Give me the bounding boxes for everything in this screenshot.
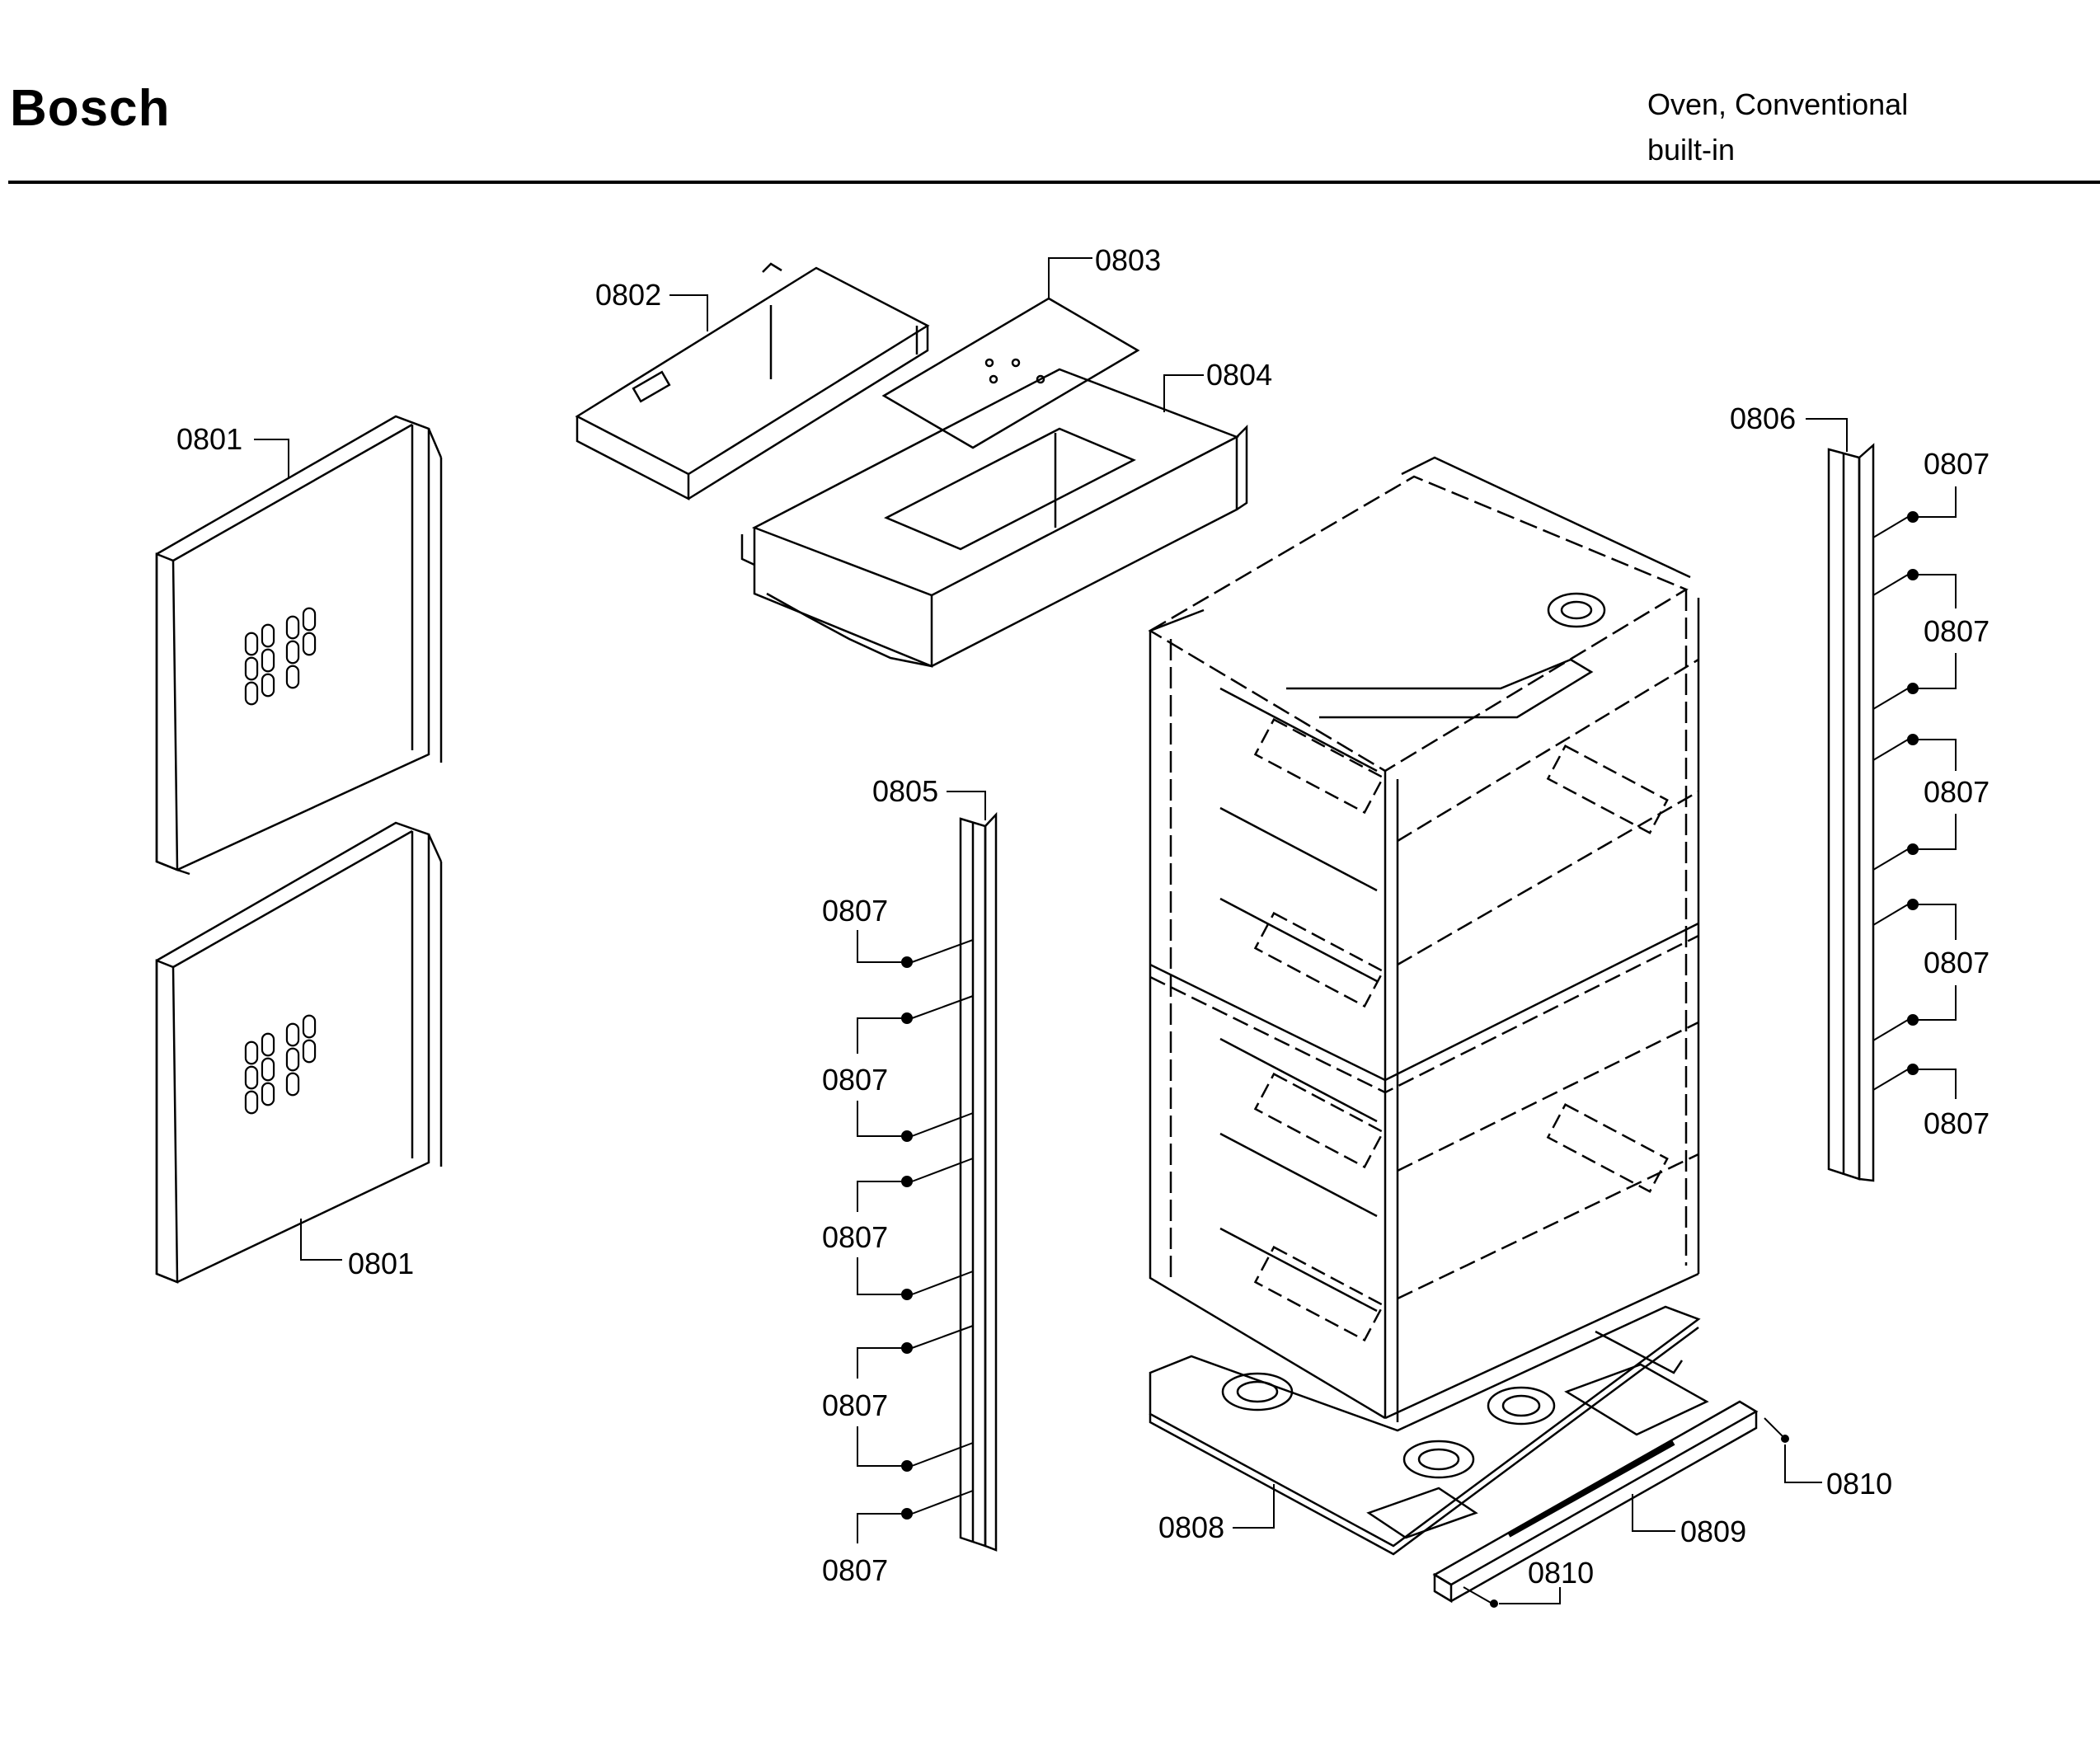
header-divider bbox=[8, 181, 2100, 184]
callout-label-0804: 0804 bbox=[1206, 358, 1272, 392]
callout-0807-left-3: 0807 bbox=[822, 1181, 902, 1295]
screw-0810-right: 0810 bbox=[1764, 1417, 1892, 1501]
callout-0807-right-1: 0807 bbox=[1918, 447, 1990, 518]
callout-label-0802: 0802 bbox=[595, 278, 661, 312]
callout-0807-right-3: 0807 bbox=[1918, 739, 1990, 850]
vent-slots-lower bbox=[244, 1014, 317, 1115]
callout-label-0806: 0806 bbox=[1730, 402, 1796, 435]
callout-label-0807-r1: 0807 bbox=[1924, 447, 1990, 481]
callout-label-0807-r3: 0807 bbox=[1924, 775, 1990, 809]
callout-label-0801-top: 0801 bbox=[176, 422, 242, 456]
callout-label-0807-r4: 0807 bbox=[1924, 946, 1990, 979]
callout-0807-left-4: 0807 bbox=[822, 1347, 902, 1467]
callout-label-0807-l2: 0807 bbox=[822, 1063, 888, 1097]
callout-0807-left-5: 0807 bbox=[822, 1513, 902, 1587]
screws-right bbox=[1872, 511, 1919, 1091]
callout-0803: 0803 bbox=[1048, 243, 1161, 298]
callout-0807-right-5: 0807 bbox=[1918, 1069, 1990, 1140]
side-panel-lower bbox=[155, 821, 443, 1284]
product-subtype: built-in bbox=[1647, 133, 1736, 167]
screw-0810-bottom: 0810 bbox=[1463, 1556, 1594, 1608]
callout-label-0807-l4: 0807 bbox=[822, 1388, 888, 1422]
callout-0807-right-4: 0807 bbox=[1918, 904, 1990, 1021]
callout-label-0807-l1: 0807 bbox=[822, 894, 888, 928]
callout-label-0805: 0805 bbox=[872, 774, 938, 808]
side-rail-left bbox=[959, 811, 998, 1552]
callout-0807-right-2: 0807 bbox=[1918, 574, 1990, 689]
callout-label-0809: 0809 bbox=[1680, 1515, 1746, 1548]
vent-slots-upper bbox=[244, 607, 317, 706]
side-rail-right bbox=[1827, 443, 1875, 1182]
front-trim-bar bbox=[1432, 1330, 1759, 1604]
product-type: Oven, Conventional bbox=[1647, 87, 1909, 121]
callout-label-0810-right: 0810 bbox=[1826, 1467, 1892, 1501]
callout-0807-left-2: 0807 bbox=[822, 1017, 902, 1137]
callout-label-0810-bottom: 0810 bbox=[1528, 1556, 1594, 1590]
callout-label-0801-bottom: 0801 bbox=[348, 1247, 414, 1280]
callout-0808: 0808 bbox=[1158, 1484, 1275, 1544]
callout-label-0807-r2: 0807 bbox=[1924, 614, 1990, 648]
callout-0806: 0806 bbox=[1730, 402, 1848, 452]
page-header: Bosch Oven, Conventional built-in bbox=[0, 0, 2100, 198]
callout-0801-bottom: 0801 bbox=[300, 1219, 414, 1280]
callout-0807-left-1: 0807 bbox=[822, 894, 902, 963]
callout-0809: 0809 bbox=[1632, 1494, 1746, 1548]
callout-label-0807-r5: 0807 bbox=[1924, 1106, 1990, 1140]
side-panel-upper bbox=[155, 415, 443, 876]
control-panel-cover bbox=[575, 262, 930, 501]
screws-left bbox=[901, 939, 974, 1520]
oven-cavity-frame bbox=[1148, 456, 1700, 1422]
callout-0802: 0802 bbox=[595, 278, 708, 331]
callout-label-0807-l5: 0807 bbox=[822, 1553, 888, 1587]
callout-label-0808: 0808 bbox=[1158, 1510, 1224, 1544]
brand-name: Bosch bbox=[10, 80, 171, 137]
callout-label-0807-l3: 0807 bbox=[822, 1220, 888, 1254]
callout-0801-top: 0801 bbox=[176, 422, 289, 478]
top-housing-tray bbox=[740, 368, 1248, 668]
callout-0805: 0805 bbox=[872, 774, 986, 820]
bottom-panel bbox=[1149, 1305, 1709, 1556]
top-insulation-plate bbox=[881, 297, 1140, 449]
callout-label-0803: 0803 bbox=[1095, 243, 1161, 277]
callout-0804: 0804 bbox=[1163, 358, 1272, 412]
